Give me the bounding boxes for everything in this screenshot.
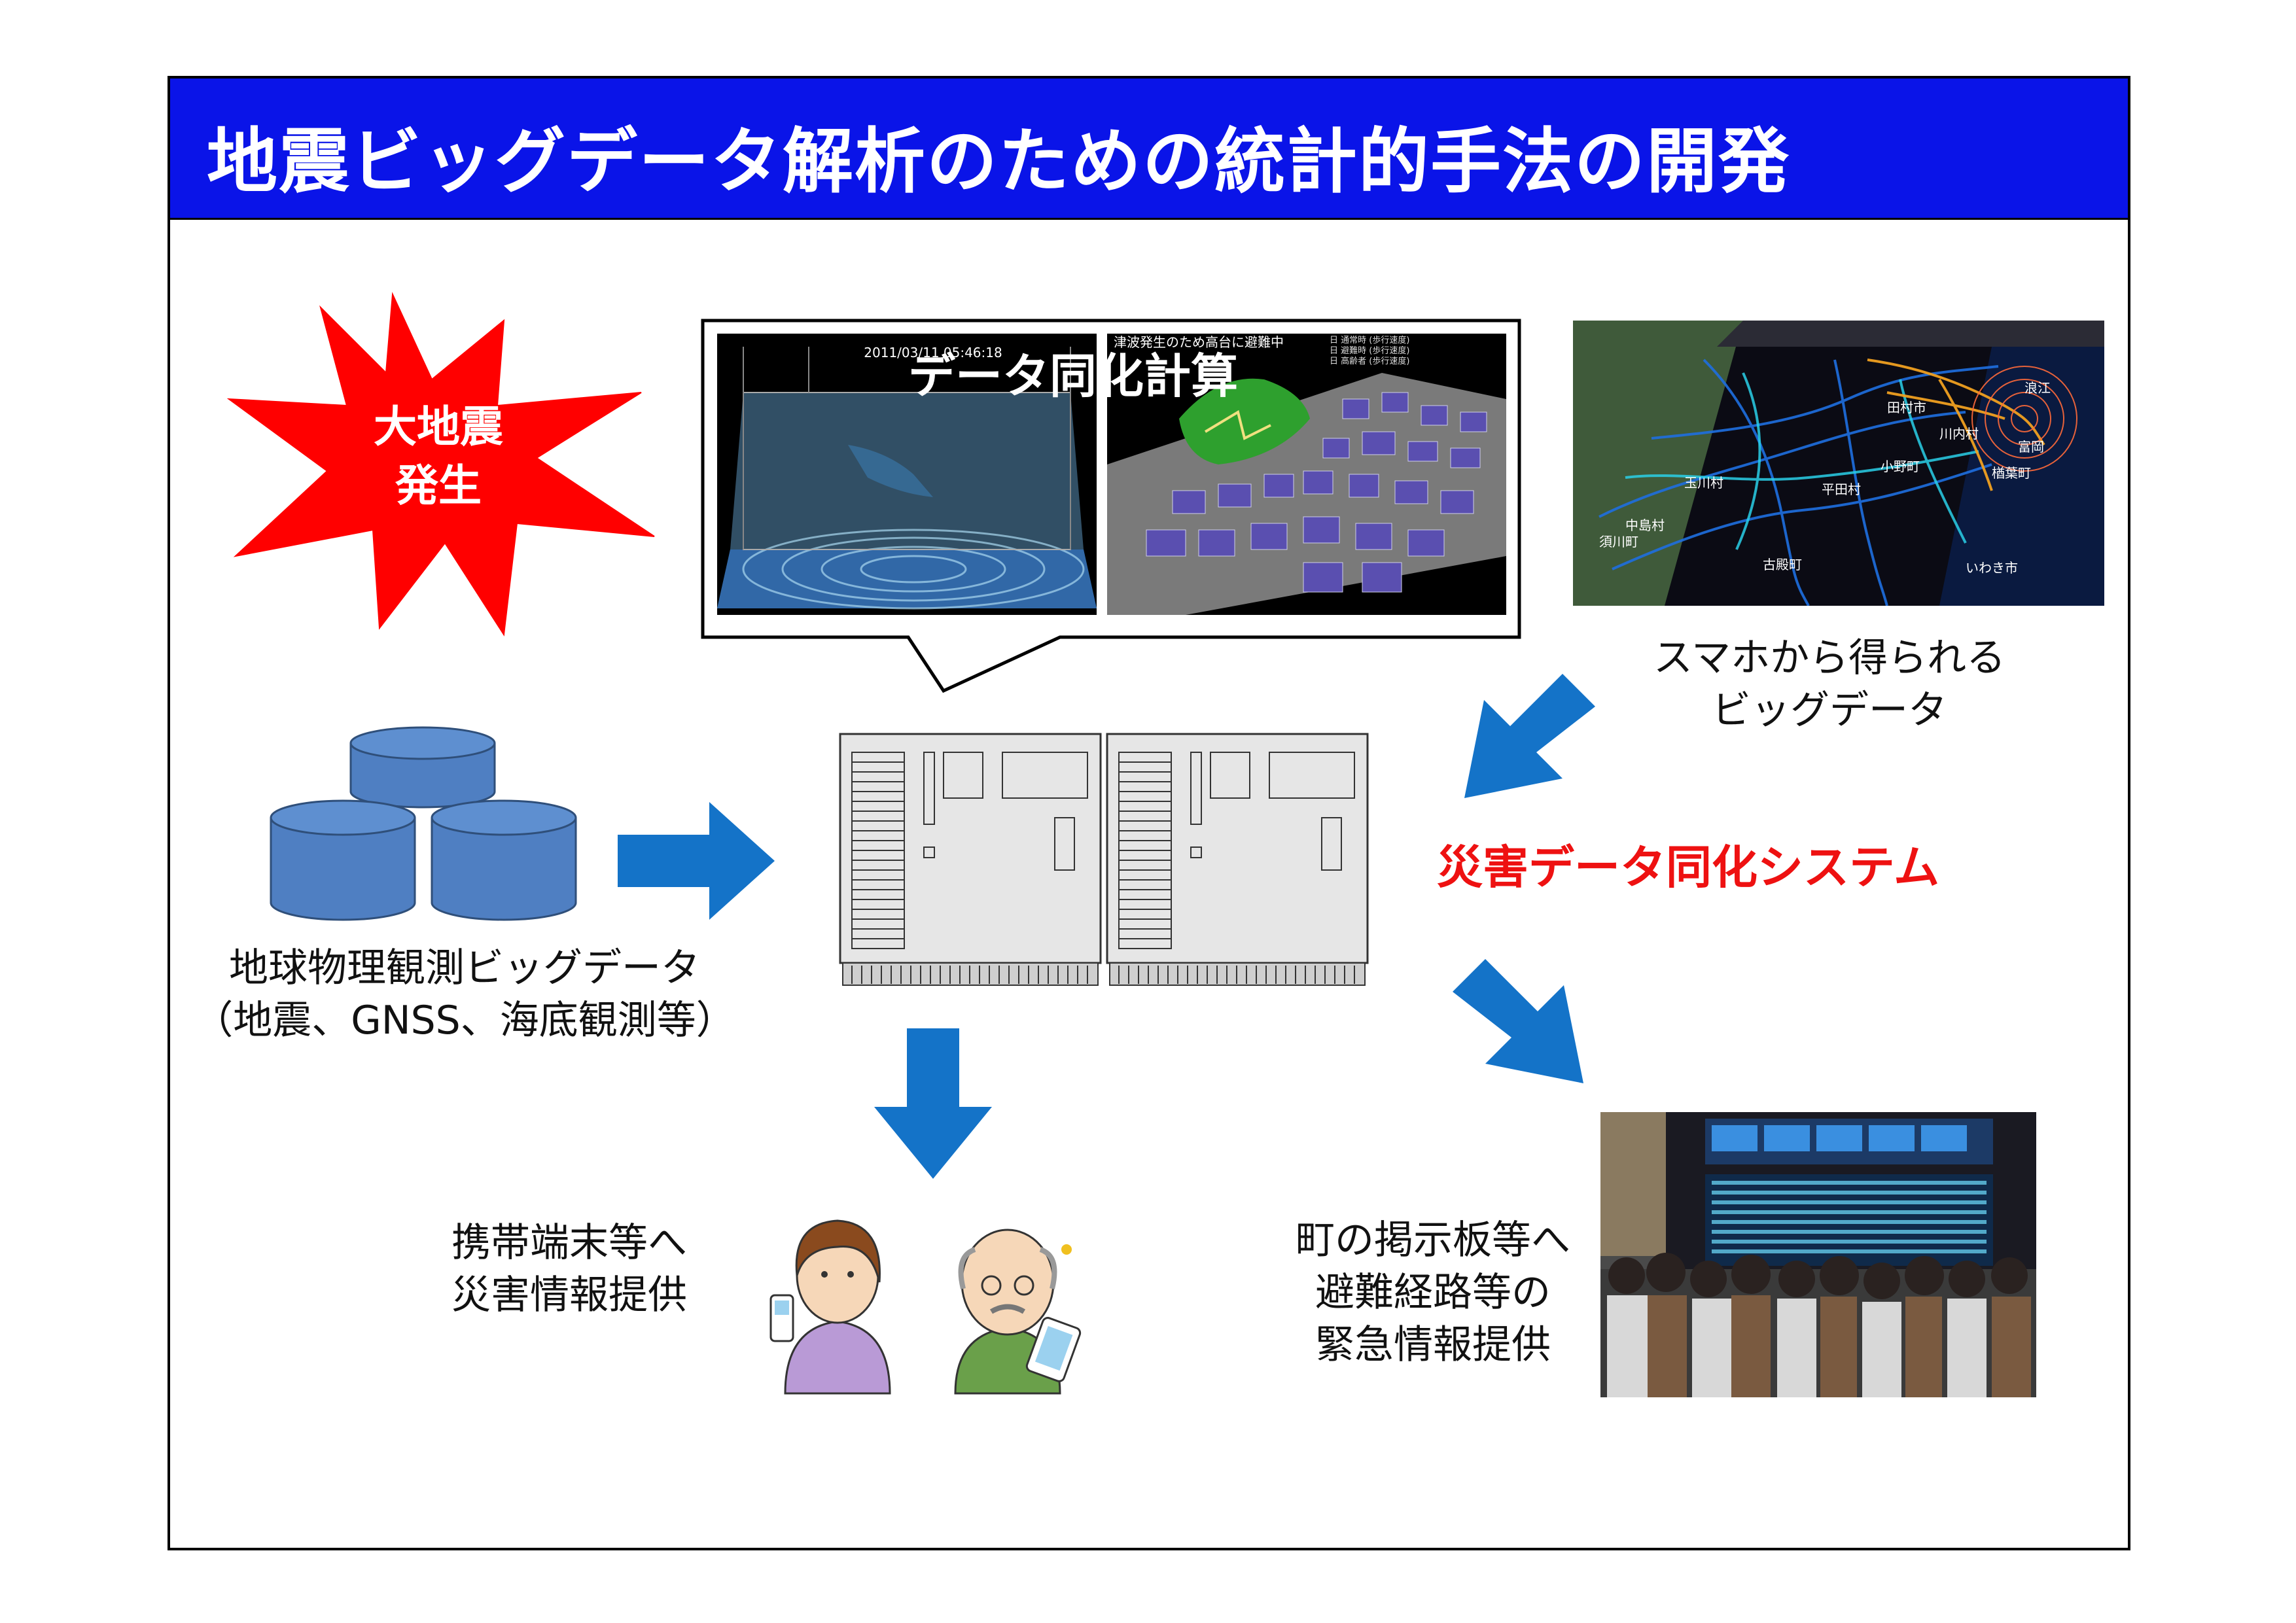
earthquake-label: 大地震 発生 [353,398,523,515]
tsunami-simulation-image: 2011/03/11 05:46:18 [717,334,1097,615]
page-title: 地震ビッグデータ解析のための統計的手法の開発 [207,121,1791,203]
map-place-tomioka: 富岡 [2018,439,2044,455]
board-info-line2: 避難経路等の [1315,1270,1551,1316]
map-place-kawauchi: 川内村 [1939,426,1979,442]
map-place-namie: 浪江 [2024,380,2051,396]
geophysics-data-line1: 地球物理観測ビッグデータ [229,945,700,991]
earthquake-starburst-icon [226,292,655,637]
earthquake-label-line1: 大地震 [374,402,503,452]
title-bar: 地震ビッグデータ解析のための統計的手法の開発 [170,79,2128,220]
public-display-board-photo [1600,1112,2036,1397]
mobile-info-line1: 携帯端末等へ [451,1220,687,1266]
server-rack-icon [839,733,1102,986]
map-place-nakajima: 中島村 [1625,517,1665,533]
arrow-down-icon [874,1028,992,1179]
assimilation-title: データ同化計算 [908,349,1238,404]
map-place-onomachi: 小野町 [1881,459,1920,474]
board-info-line3: 緊急情報提供 [1315,1322,1551,1368]
map-place-furudono: 古殿町 [1763,557,1802,572]
map-place-hirata: 平田村 [1822,481,1861,497]
svg-text:日 通常時 (歩行速度): 日 通常時 (歩行速度) [1330,335,1409,345]
earthquake-label-line2: 発生 [395,461,482,511]
smartphone-data-line1: スマホから得られる [1653,635,2006,681]
smartphone-data-line2: ビッグデータ [1712,688,1947,733]
mobile-info-label: 携帯端末等へ 災害情報提供 [419,1217,720,1321]
map-place-naraha: 楢葉町 [1992,465,2031,481]
map-place-tamura: 田村市 [1887,400,1926,415]
board-info-line1: 町の掲示板等へ [1296,1217,1570,1263]
evacuation-banner: 津波発生のため高台に避難中 [1114,334,1284,350]
geophysics-data-line2: （地震、GNSS、海底観測等） [194,998,735,1043]
database-cylinders-icon [270,726,577,921]
smartphone-mobility-map-image: 小野町 平田村 玉川村 須川町 中島村 古殿町 いわき市 楢葉町 浪江 富岡 田… [1573,321,2104,606]
arrow-down-left-icon [1464,674,1595,798]
evacuation-simulation-image: 津波発生のため高台に避難中 日 通常時 (歩行速度) 日 避難時 (歩行速度) … [1107,334,1506,615]
map-place-tamakawa: 玉川村 [1684,475,1723,491]
people-with-phones-icon [769,1219,1082,1395]
svg-text:日 避難時 (歩行速度): 日 避難時 (歩行速度) [1330,345,1409,356]
arrow-right-icon [618,802,775,920]
arrow-down-right-icon [1453,959,1583,1083]
simulation-timestamp: 2011/03/11 05:46:18 [864,345,1002,360]
map-place-iwaki: いわき市 [1966,560,2018,576]
system-label: 災害データ同化システム [1437,841,1939,894]
geophysics-data-label: 地球物理観測ビッグデータ （地震、GNSS、海底観測等） [164,942,766,1047]
board-info-label: 町の掲示板等へ 避難経路等の 緊急情報提供 [1256,1214,1610,1371]
svg-text:日 高齢者 (歩行速度): 日 高齢者 (歩行速度) [1330,356,1409,366]
server-rack-icon [1106,733,1369,986]
mobile-info-line2: 災害情報提供 [451,1272,687,1318]
smartphone-data-label: スマホから得られる ビッグデータ [1607,632,2052,737]
map-place-sukawa: 須川町 [1599,534,1638,550]
